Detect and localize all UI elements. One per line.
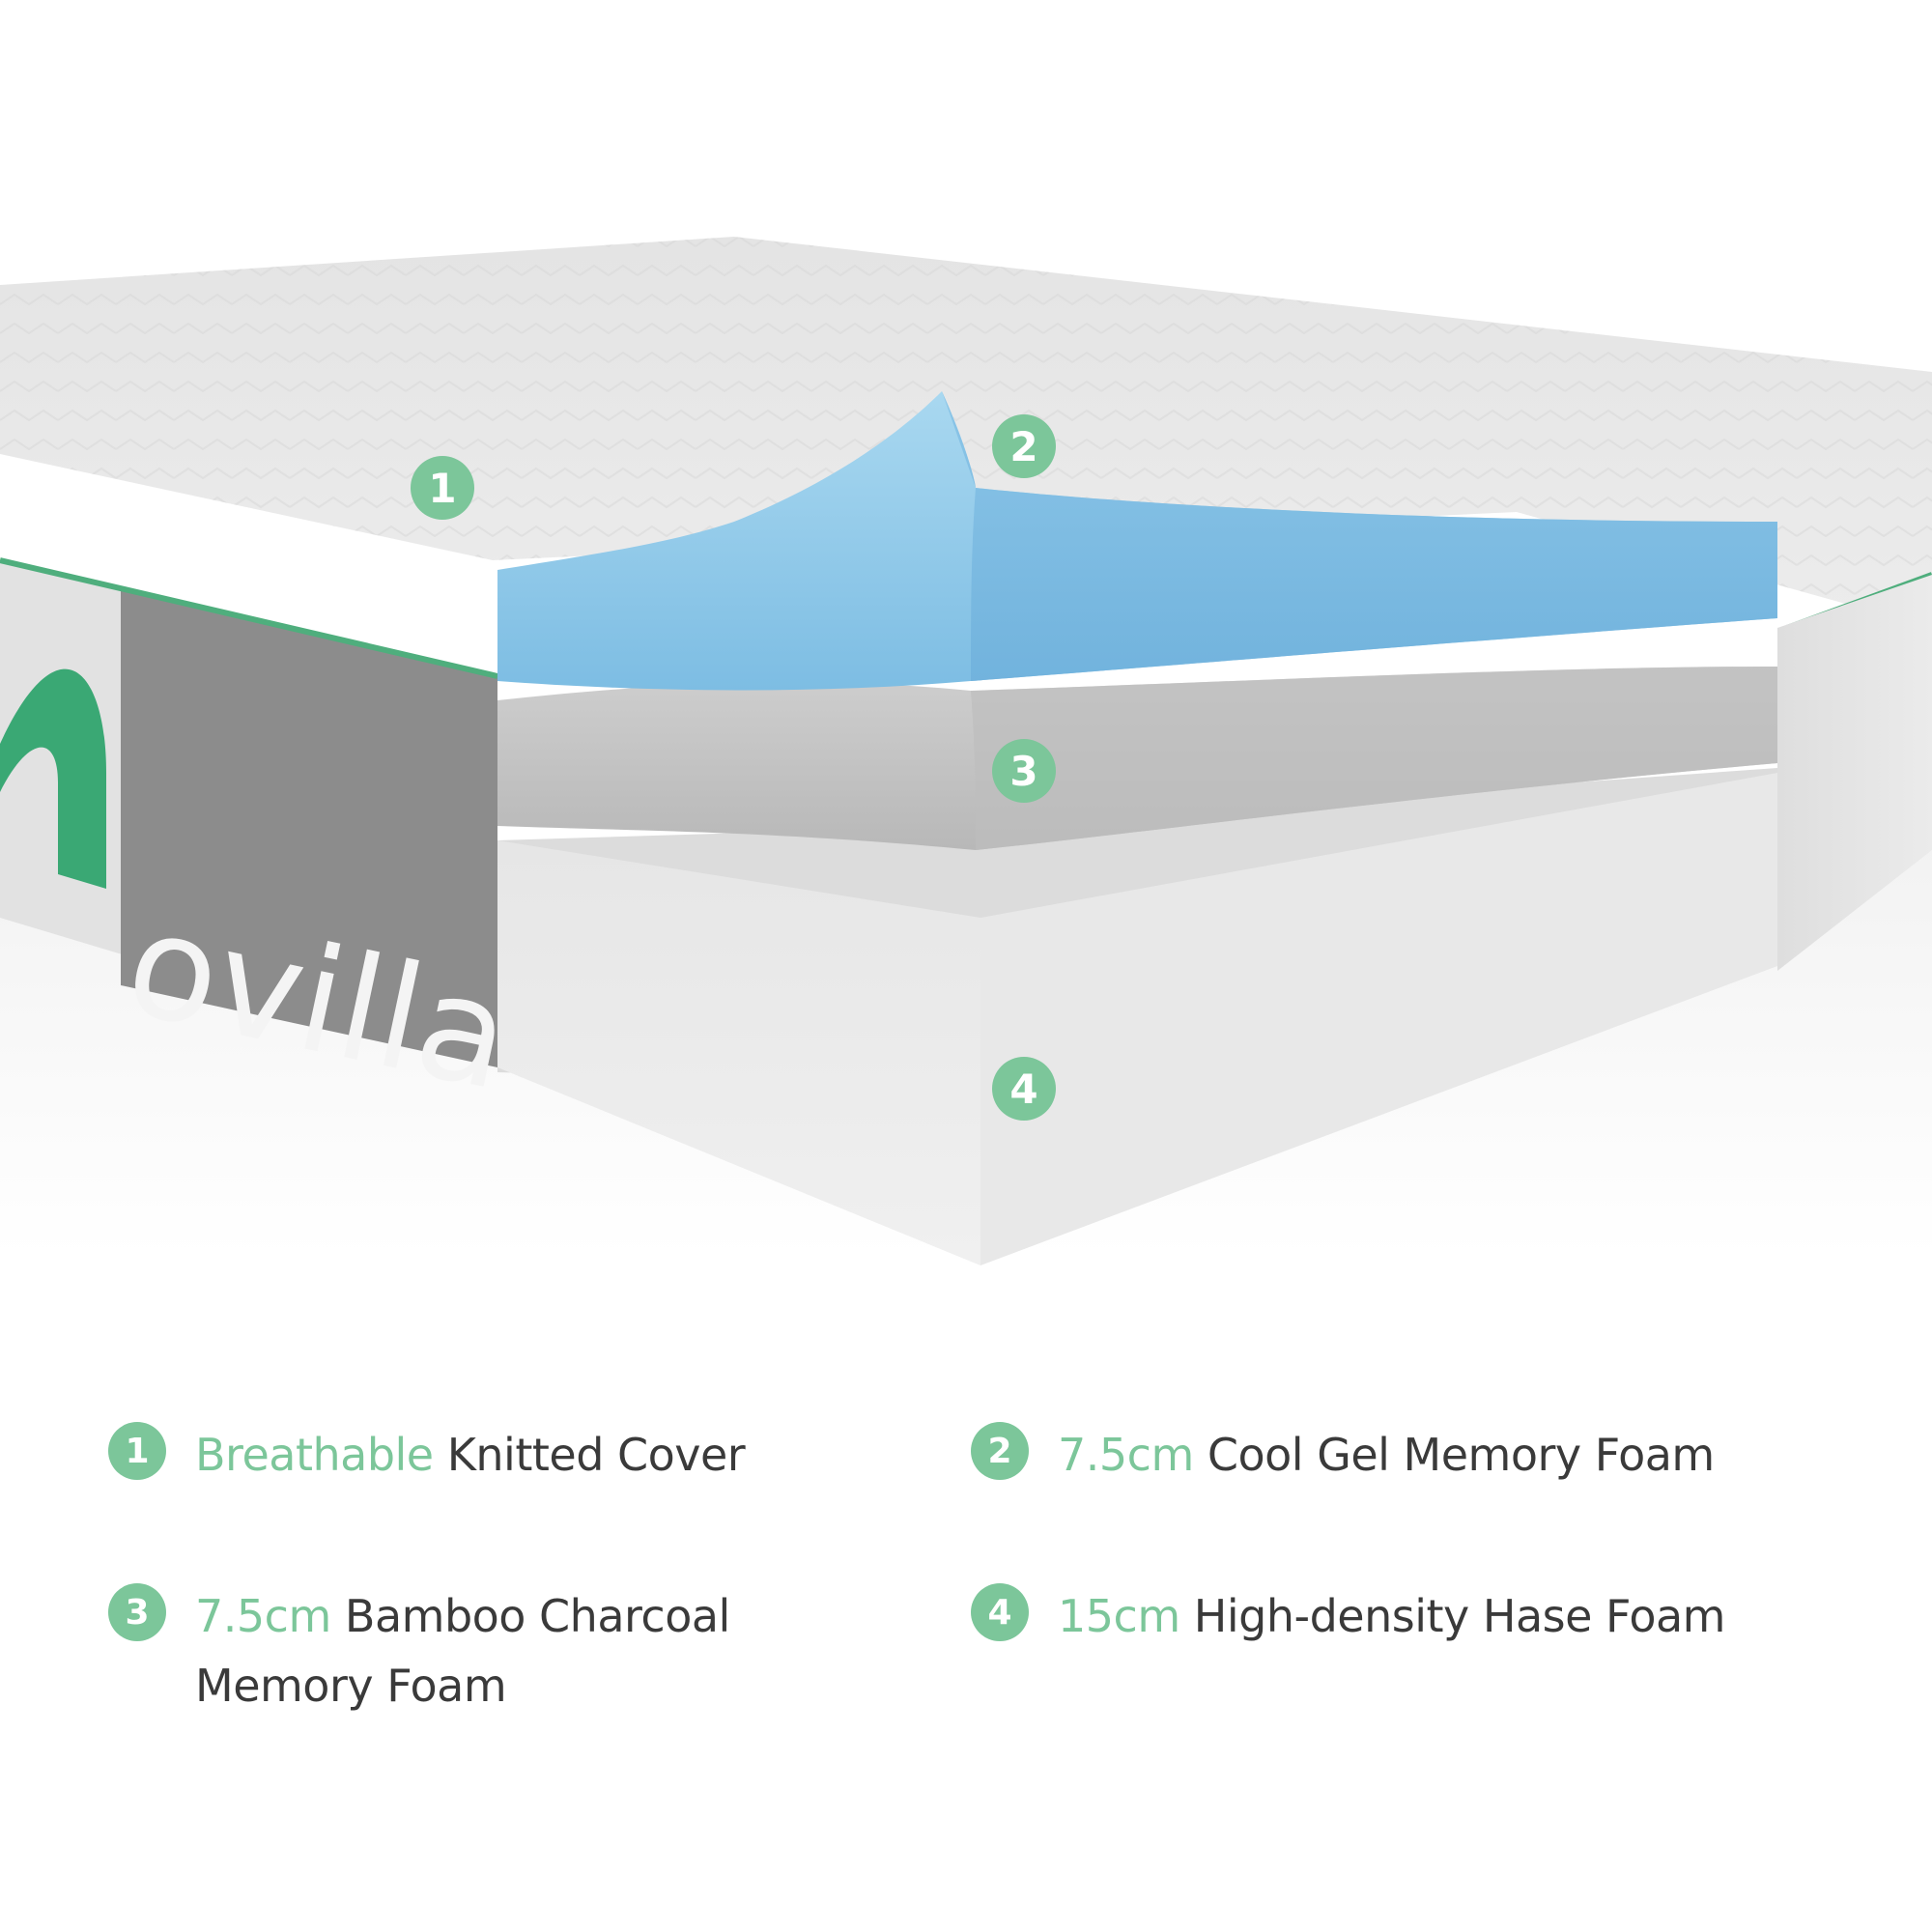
green-piping-left: [0, 557, 498, 679]
charcoal-foam-front-face: [971, 667, 1777, 850]
cover-knit-texture: [0, 237, 1932, 628]
legend-rest-2: Cool Gel Memory Foam: [1193, 1429, 1715, 1481]
marker-2-label: 2: [1009, 423, 1037, 470]
legend-highlight-2: 7.5cm: [1058, 1429, 1194, 1481]
legend-badge-3: 3: [108, 1583, 166, 1641]
legend-item-1: 1 Breathable Knitted Cover: [108, 1420, 842, 1490]
legend-text-4: 15cm High-density Hase Foam: [1058, 1581, 1726, 1651]
legend-badge-4: 4: [971, 1583, 1029, 1641]
brand-logo-mark: [0, 668, 106, 889]
floor-reflection: [0, 831, 1932, 1256]
legend-highlight-1: Breathable: [195, 1429, 434, 1481]
legend-item-3: 3 7.5cm Bamboo Charcoal Memory Foam: [108, 1581, 804, 1720]
legend-badge-1: 1: [108, 1422, 166, 1480]
base-foam-front-right: [980, 773, 1777, 1265]
base-foam-front-left: [497, 840, 980, 1265]
marker-3-label: 3: [1009, 748, 1037, 795]
legend-text-2: 7.5cm Cool Gel Memory Foam: [1058, 1420, 1715, 1490]
marker-2: 2: [992, 414, 1056, 478]
marker-1-label: 1: [428, 465, 456, 512]
legend-highlight-4: 15cm: [1058, 1590, 1180, 1642]
legend-text-1: Breathable Knitted Cover: [195, 1420, 746, 1490]
legend-text-3: 7.5cm Bamboo Charcoal Memory Foam: [195, 1581, 794, 1720]
legend-rest-3: Bamboo Charcoal Memory Foam: [195, 1590, 730, 1712]
legend-rest-1: Knitted Cover: [433, 1429, 746, 1481]
legend-item-2: 2 7.5cm Cool Gel Memory Foam: [971, 1420, 1840, 1490]
marker-4-label: 4: [1009, 1065, 1037, 1113]
marker-1: 1: [411, 456, 474, 520]
legend-highlight-3: 7.5cm: [195, 1590, 331, 1642]
cover-right-side: [1777, 575, 1932, 971]
legend-item-4: 4 15cm High-density Hase Foam: [971, 1581, 1898, 1651]
gel-foam-front-face: [942, 391, 1777, 681]
marker-4: 4: [992, 1057, 1056, 1121]
marker-3: 3: [992, 739, 1056, 803]
legend-badge-2: 2: [971, 1422, 1029, 1480]
legend-rest-4: High-density Hase Foam: [1179, 1590, 1726, 1642]
brand-gray-panel: [121, 589, 497, 1067]
